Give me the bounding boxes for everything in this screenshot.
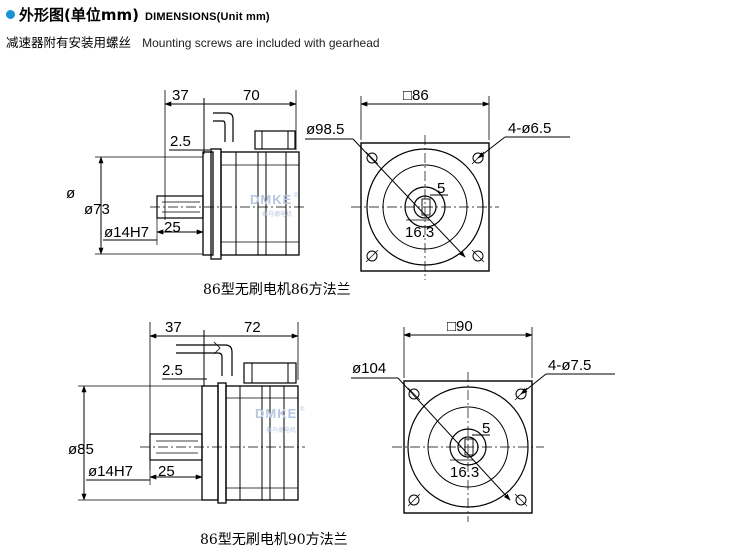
dim-25-top: 25 [164,219,181,236]
dim-key-5-bottom: 5 [482,420,490,437]
header-title-row: 外形图(单位mm) DIMENSIONS(Unit mm) [6,4,380,25]
subtitle-cn: 减速器附有安装用螺丝 [6,35,132,50]
bottom-side-view [78,322,305,504]
watermark-brand: DMKE [250,192,292,207]
top-side-dims: 37 70 2.5 ø ø73 ø14H7 25 86型无刷电机86方法兰 [66,87,351,298]
title-en: DIMENSIONS(Unit mm) [144,11,270,23]
watermark-cn-2: 泰马德电机 [266,426,296,434]
watermark-top: DMKE ® 泰马德电机 [250,192,299,218]
bottom-front-view [351,327,615,522]
dim-d73: ø73 [84,201,110,218]
dim-square-90: □90 [447,318,473,335]
bottom-front-dims: □90 ø104 4-ø7.5 5 16.3 [352,318,591,481]
dim-72: 72 [244,319,261,336]
watermark-cn: 泰马德电机 [262,210,292,218]
dim-2-5-top: 2.5 [170,133,191,150]
dim-keyheight-bottom: 16.3 [450,464,479,481]
top-side-view [95,90,305,260]
dim-keyheight-top: 16.3 [405,224,434,241]
dim-holes-6-5: 4-ø6.5 [508,120,551,137]
top-front-dims: □86 ø98.5 4-ø6.5 5 16.3 [306,87,551,241]
dim-37-bottom: 37 [165,319,182,336]
stray-symbol: ø [66,185,75,202]
header: 外形图(单位mm) DIMENSIONS(Unit mm) 减速器附有安装用螺丝… [6,4,380,51]
dim-25-bottom: 25 [158,463,175,480]
dim-shaft-bottom: ø14H7 [88,463,133,480]
watermark-reg: ® [294,192,299,199]
caption-top: 86型无刷电机86方法兰 [203,282,351,298]
title-cn: 外形图(单位mm) [19,6,139,24]
dim-pcd-98-5: ø98.5 [306,121,344,138]
dim-70: 70 [243,87,260,104]
dim-2-5-bottom: 2.5 [162,362,183,379]
dim-holes-7-5: 4-ø7.5 [548,357,591,374]
watermark-brand-2: DMKE [255,406,297,421]
watermark-reg-2: ® [300,406,305,413]
dim-square-86: □86 [403,87,429,104]
watermark-bottom: DMKE ® 泰马德电机 [255,406,305,434]
top-front-view [305,96,570,280]
dim-key-5-top: 5 [437,180,445,197]
subtitle-en: Mounting screws are included with gearhe… [142,36,380,50]
bottom-side-dims: 37 72 2.5 ø85 ø14H7 25 86型无刷电机90方法兰 [68,319,348,548]
dim-d85: ø85 [68,441,94,458]
dim-pcd-104: ø104 [352,360,386,377]
bullet-icon [6,10,15,19]
dim-shaft-top: ø14H7 [104,224,149,241]
header-subtitle-row: 减速器附有安装用螺丝 Mounting screws are included … [6,32,380,51]
caption-bottom: 86型无刷电机90方法兰 [200,532,348,548]
dim-37-top: 37 [172,87,189,104]
